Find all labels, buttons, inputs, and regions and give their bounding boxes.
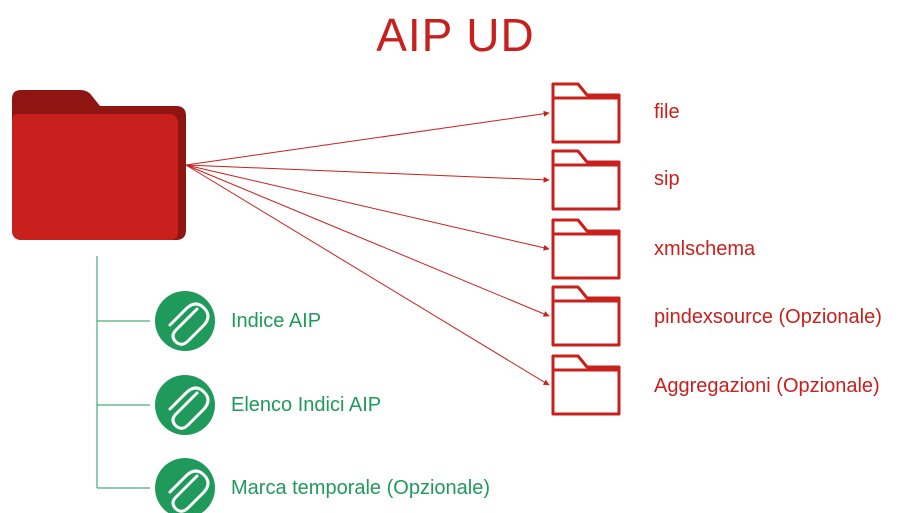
- diagram-title: AIP UD: [376, 9, 535, 61]
- paperclip-icon: [155, 375, 215, 435]
- folder-label-xmlschema: xmlschema: [654, 238, 756, 260]
- arrow-to-xmlschema: [185, 164, 550, 251]
- folder-outline-icon-file: [551, 82, 621, 144]
- root-folder-icon: [12, 90, 186, 240]
- arrow-to-aggregazioni: [185, 164, 550, 386]
- folder-outline-icon-xmlschema: [551, 218, 621, 280]
- arrow-to-pindexsource: [185, 164, 550, 317]
- folder-outline-icon-sip: [551, 149, 621, 211]
- attachment-tree: [96, 256, 150, 489]
- arrow-to-file: [185, 110, 550, 166]
- folder-outline-icon-aggregazioni: [551, 354, 621, 416]
- folder-label-aggregazioni: Aggregazioni (Opzionale): [654, 375, 880, 397]
- folder-outline-icon-pindexsource: [551, 285, 621, 347]
- folder-label-file: file: [654, 101, 680, 123]
- outline-folders: [551, 82, 621, 416]
- folder-label-pindexsource: pindexsource (Opzionale): [654, 306, 882, 328]
- paperclip-icon: [155, 291, 215, 351]
- attachment-label-indice: Indice AIP: [231, 310, 322, 332]
- attachment-label-marca: Marca temporale (Opzionale): [231, 477, 490, 499]
- folder-connectors: [185, 110, 550, 386]
- arrow-to-sip: [185, 164, 550, 183]
- paperclip-icon: [155, 458, 215, 513]
- folder-label-sip: sip: [654, 168, 680, 190]
- attachment-label-elenco: Elenco Indici AIP: [231, 394, 382, 416]
